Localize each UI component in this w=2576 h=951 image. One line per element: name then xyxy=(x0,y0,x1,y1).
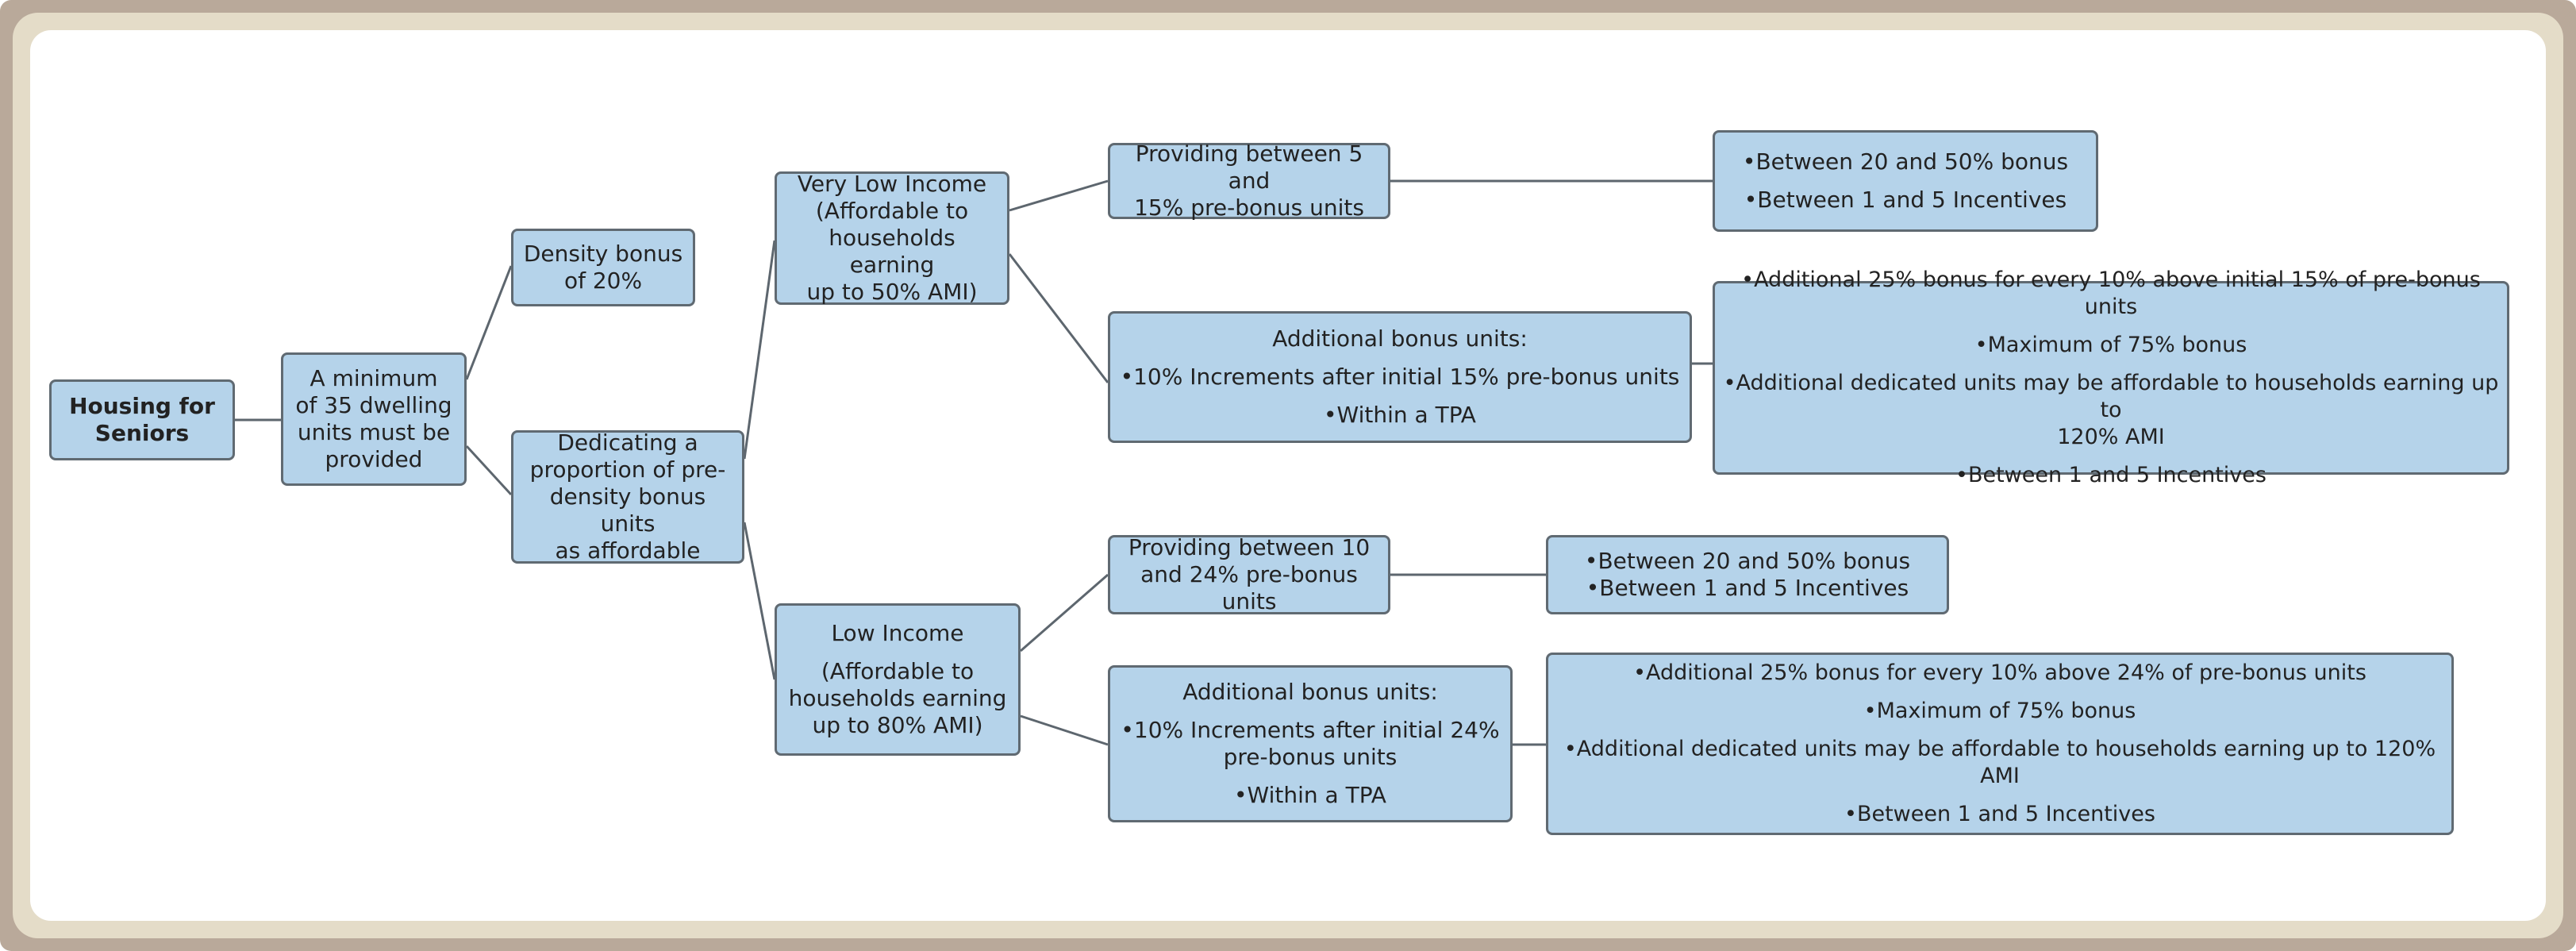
node-text-line: provided xyxy=(325,446,423,472)
node-low-income: Low Income (Affordable to households ear… xyxy=(775,603,1021,756)
node-dedicating-affordable: Dedicating a proportion of pre- density … xyxy=(511,429,744,564)
node-text-line: •Additional 25% bonus for every 10% abov… xyxy=(1633,660,2366,685)
node-text-line: (Affordable to xyxy=(815,198,969,224)
node-text-line: •Maximum of 75% bonus xyxy=(1863,699,2136,723)
node-text-line: •Additional dedicated units may be affor… xyxy=(1563,737,2436,788)
node-text-line: •Additional dedicated units may be affor… xyxy=(1723,371,2499,422)
node-text-line: Very Low Income xyxy=(797,171,987,197)
node-text-line: pre-bonus units xyxy=(1223,744,1398,770)
node-text-line: A minimum xyxy=(310,365,438,391)
node-li-providing-result: •Between 20 and 50% bonus •Between 1 and… xyxy=(1546,535,1949,614)
connector-li-additional xyxy=(1020,714,1109,746)
node-text-line: •Between 1 and 5 Incentives xyxy=(1844,802,2155,826)
connector-dedicating-vli xyxy=(743,240,776,460)
node-text-line: •10% Increments after initial 24% xyxy=(1121,717,1500,743)
node-text-line: Seniors xyxy=(94,420,190,446)
node-vli-additional-bonus: Additional bonus units: •10% Increments … xyxy=(1108,311,1692,443)
node-vli-additional-result: •Additional 25% bonus for every 10% abov… xyxy=(1713,268,2509,487)
node-text-line: •Between 20 and 50% bonus xyxy=(1742,148,2069,175)
node-text-line: Density bonus xyxy=(523,241,683,267)
node-text-line: households earning xyxy=(829,225,955,278)
node-text-line: •Between 1 and 5 Incentives xyxy=(1955,463,2266,487)
connector-vli-additional xyxy=(1008,253,1109,383)
node-li-providing: Providing between 10 and 24% pre-bonus u… xyxy=(1108,534,1390,614)
node-text-line: (Affordable to xyxy=(821,658,975,684)
node-li-additional-bonus: Additional bonus units: •10% Increments … xyxy=(1108,665,1513,822)
connector-dedicating-li xyxy=(743,522,776,680)
node-text-line: of 35 dwelling xyxy=(295,392,452,418)
node-text-line: Providing between 10 xyxy=(1128,534,1371,560)
node-text-line: •Within a TPA xyxy=(1234,782,1386,808)
connector-li-providing xyxy=(1020,573,1109,653)
connector-minimum-density xyxy=(465,265,513,380)
node-housing-for-seniors: Housing for Seniors xyxy=(49,379,235,460)
node-text-line: •Maximum of 75% bonus xyxy=(1974,333,2247,357)
node-text-line: up to 80% AMI) xyxy=(812,712,983,738)
node-text-line: •Between 1 and 5 Incentives xyxy=(1586,575,1909,601)
connector-minimum-dedicating xyxy=(465,445,513,496)
node-text-line: density bonus units xyxy=(549,483,706,537)
node-text-line: up to 50% AMI) xyxy=(806,279,978,305)
node-density-bonus: Density bonus of 20% xyxy=(511,229,695,306)
node-text-line: •Additional 25% bonus for every 10% abov… xyxy=(1741,268,2481,319)
node-vli-providing: Providing between 5 and 15% pre-bonus un… xyxy=(1108,141,1390,221)
node-very-low-income: Very Low Income (Affordable to household… xyxy=(775,171,1009,305)
node-text-line: units must be xyxy=(297,419,451,445)
node-title: Additional bonus units: xyxy=(1272,325,1528,352)
node-text-line: •10% Increments after initial 15% pre-bo… xyxy=(1120,364,1680,390)
node-text-line: as affordable xyxy=(555,537,701,564)
node-text-line: Dedicating a xyxy=(557,429,698,456)
node-text-line: Providing between 5 and xyxy=(1135,141,1363,194)
node-li-additional-result: •Additional 25% bonus for every 10% abov… xyxy=(1546,653,2454,835)
node-text-line: Housing for xyxy=(69,393,215,419)
node-text-line: and 24% pre-bonus units xyxy=(1140,561,1358,614)
node-text-line: proportion of pre- xyxy=(529,456,726,483)
node-text-line: •Between 20 and 50% bonus xyxy=(1584,548,1911,574)
node-text-line: •Between 1 and 5 Incentives xyxy=(1744,187,2067,213)
node-title: Low Income xyxy=(831,620,964,646)
connector-vli-providing xyxy=(1009,179,1109,212)
node-vli-providing-result: •Between 20 and 50% bonus •Between 1 and… xyxy=(1713,130,2098,232)
node-text-line: households earning xyxy=(788,685,1007,711)
node-text-line: of 20% xyxy=(563,268,643,294)
node-text-line: 120% AMI xyxy=(2057,425,2165,449)
node-title: Additional bonus units: xyxy=(1182,679,1438,705)
node-text-line: 15% pre-bonus units xyxy=(1134,194,1364,221)
node-minimum-dwelling-units: A minimum of 35 dwelling units must be p… xyxy=(281,352,467,486)
node-text-line: •Within a TPA xyxy=(1324,402,1476,428)
